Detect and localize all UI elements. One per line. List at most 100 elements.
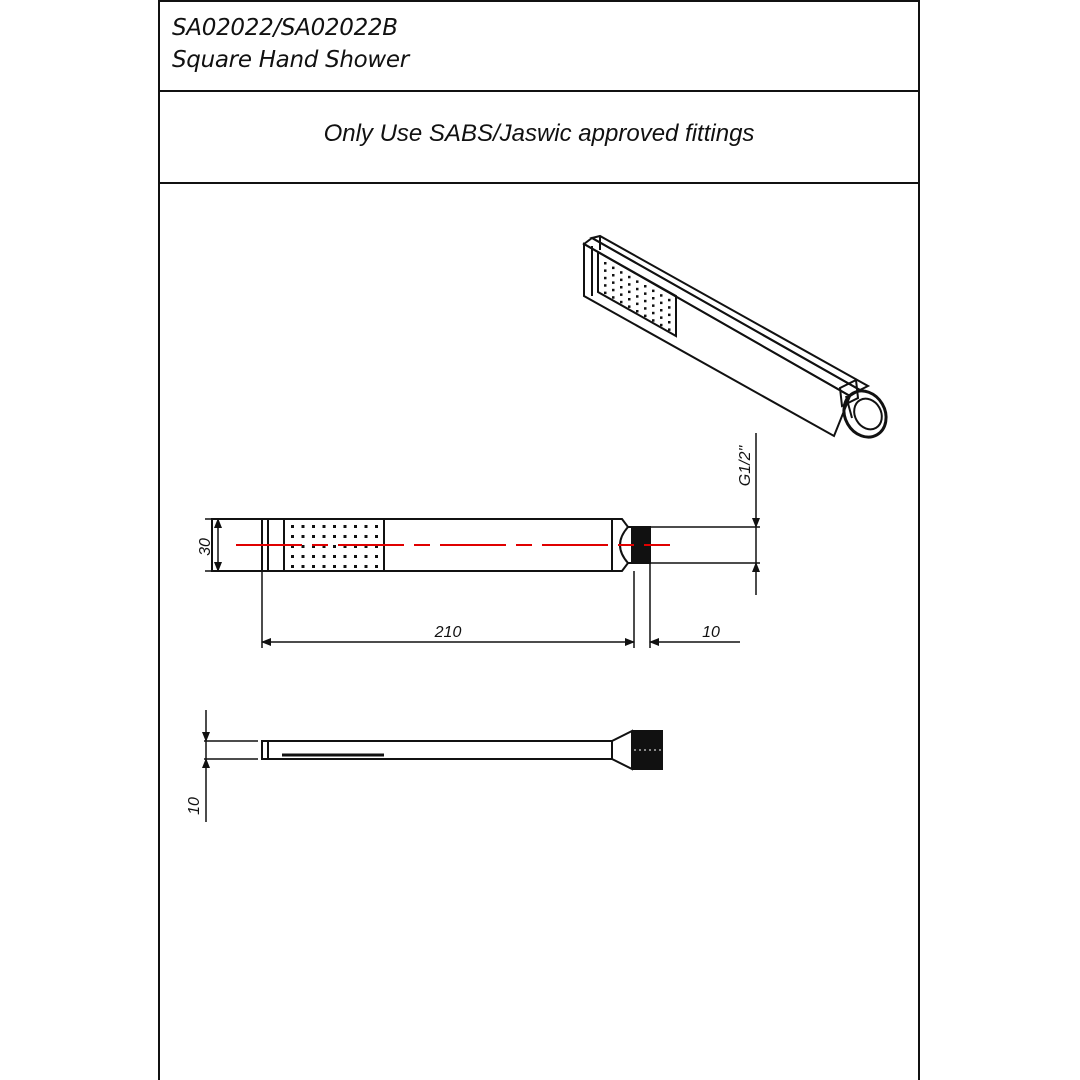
spray-hole <box>333 525 336 528</box>
spray-hole <box>628 275 631 279</box>
spray-hole <box>364 525 368 528</box>
spray-hole <box>636 302 639 306</box>
spray-hole <box>343 535 347 538</box>
spray-face-holes <box>291 525 378 568</box>
spray-hole <box>644 307 647 310</box>
height-label: 30 <box>197 538 214 556</box>
spray-hole <box>301 525 305 528</box>
spray-hole <box>312 565 315 568</box>
spray-hole <box>604 284 607 287</box>
model-codes: SA02022/SA02022B <box>172 15 398 41</box>
spray-hole <box>354 525 357 528</box>
spray-hole <box>343 545 347 548</box>
spray-hole <box>364 565 368 568</box>
spray-hole <box>312 545 315 548</box>
spray-hole <box>660 316 663 319</box>
spray-hole <box>668 313 671 317</box>
spray-hole <box>333 565 336 568</box>
spray-hole <box>312 555 315 558</box>
spray-hole <box>375 545 378 548</box>
spray-hole <box>660 294 663 297</box>
spray-hole <box>291 535 294 538</box>
spray-hole <box>333 555 336 558</box>
spray-hole <box>333 545 336 548</box>
note-block: Only Use SABS/Jaswic approved fittings <box>160 92 918 184</box>
isometric-view <box>582 234 888 439</box>
spray-hole <box>652 304 655 307</box>
spray-hole <box>636 295 639 298</box>
spray-hole <box>301 555 305 558</box>
spray-hole <box>375 535 378 538</box>
spray-hole <box>364 535 368 538</box>
title-block: SA02022/SA02022B Square Hand Shower <box>160 2 918 92</box>
spray-hole <box>322 545 326 548</box>
length-label: 210 <box>434 624 462 641</box>
spray-hole <box>322 525 326 528</box>
side-view <box>204 729 663 771</box>
thickness-label: 10 <box>186 797 203 815</box>
spray-hole <box>354 535 357 538</box>
spray-hole <box>343 565 347 568</box>
spray-hole <box>668 306 671 309</box>
thread-size-label: G1/2" <box>737 445 754 487</box>
spray-hole <box>354 565 357 568</box>
spray-hole <box>652 311 655 315</box>
spray-hole <box>620 286 623 289</box>
spray-hole <box>291 545 294 548</box>
fittings-note: Only Use SABS/Jaswic approved fittings <box>323 120 755 147</box>
drawing-sheet: SA02022/SA02022B Square Hand Shower Only… <box>158 0 920 1080</box>
spray-hole <box>604 276 607 280</box>
spray-hole <box>301 535 305 538</box>
product-name: Square Hand Shower <box>172 47 409 73</box>
spray-hole <box>620 300 623 304</box>
spray-hole <box>343 525 347 528</box>
spray-hole <box>354 555 357 558</box>
spray-hole <box>333 535 336 538</box>
spray-hole <box>612 266 615 270</box>
spray-hole <box>644 292 647 295</box>
spray-hole <box>291 555 294 558</box>
spray-hole <box>636 310 639 313</box>
spray-hole <box>644 314 647 318</box>
spray-hole <box>375 565 378 568</box>
spray-hole <box>322 565 326 568</box>
spray-hole <box>604 269 607 272</box>
spray-hole <box>343 555 347 558</box>
spray-hole <box>628 290 631 294</box>
spray-hole <box>312 535 315 538</box>
spray-hole <box>628 298 631 301</box>
spray-hole <box>652 289 655 293</box>
spray-hole <box>354 545 357 548</box>
spray-hole <box>301 565 305 568</box>
spray-hole <box>620 271 623 274</box>
spray-hole <box>620 293 623 296</box>
spray-hole <box>660 309 663 312</box>
spray-hole <box>375 525 378 528</box>
spray-hole <box>668 328 671 331</box>
thread-length-label: 10 <box>702 624 720 641</box>
length-dimension <box>261 563 740 648</box>
spray-hole <box>652 297 655 300</box>
spray-hole <box>291 525 294 528</box>
spray-hole <box>652 319 655 322</box>
spray-hole <box>604 291 607 295</box>
spray-hole <box>628 305 631 308</box>
spray-hole <box>612 288 615 292</box>
spray-hole <box>364 555 368 558</box>
spray-hole <box>644 285 647 288</box>
spray-hole <box>612 281 615 284</box>
spray-hole <box>668 298 671 302</box>
spray-hole <box>364 545 368 548</box>
spray-hole <box>312 525 315 528</box>
spray-hole <box>322 535 326 538</box>
spray-hole <box>612 296 615 299</box>
spray-hole <box>628 283 631 286</box>
spray-hole <box>668 321 671 324</box>
spray-hole <box>620 278 623 282</box>
spray-hole <box>636 280 639 283</box>
spray-hole <box>301 545 305 548</box>
spray-face-holes <box>604 262 671 331</box>
spray-hole <box>375 555 378 558</box>
spray-hole <box>660 323 663 327</box>
